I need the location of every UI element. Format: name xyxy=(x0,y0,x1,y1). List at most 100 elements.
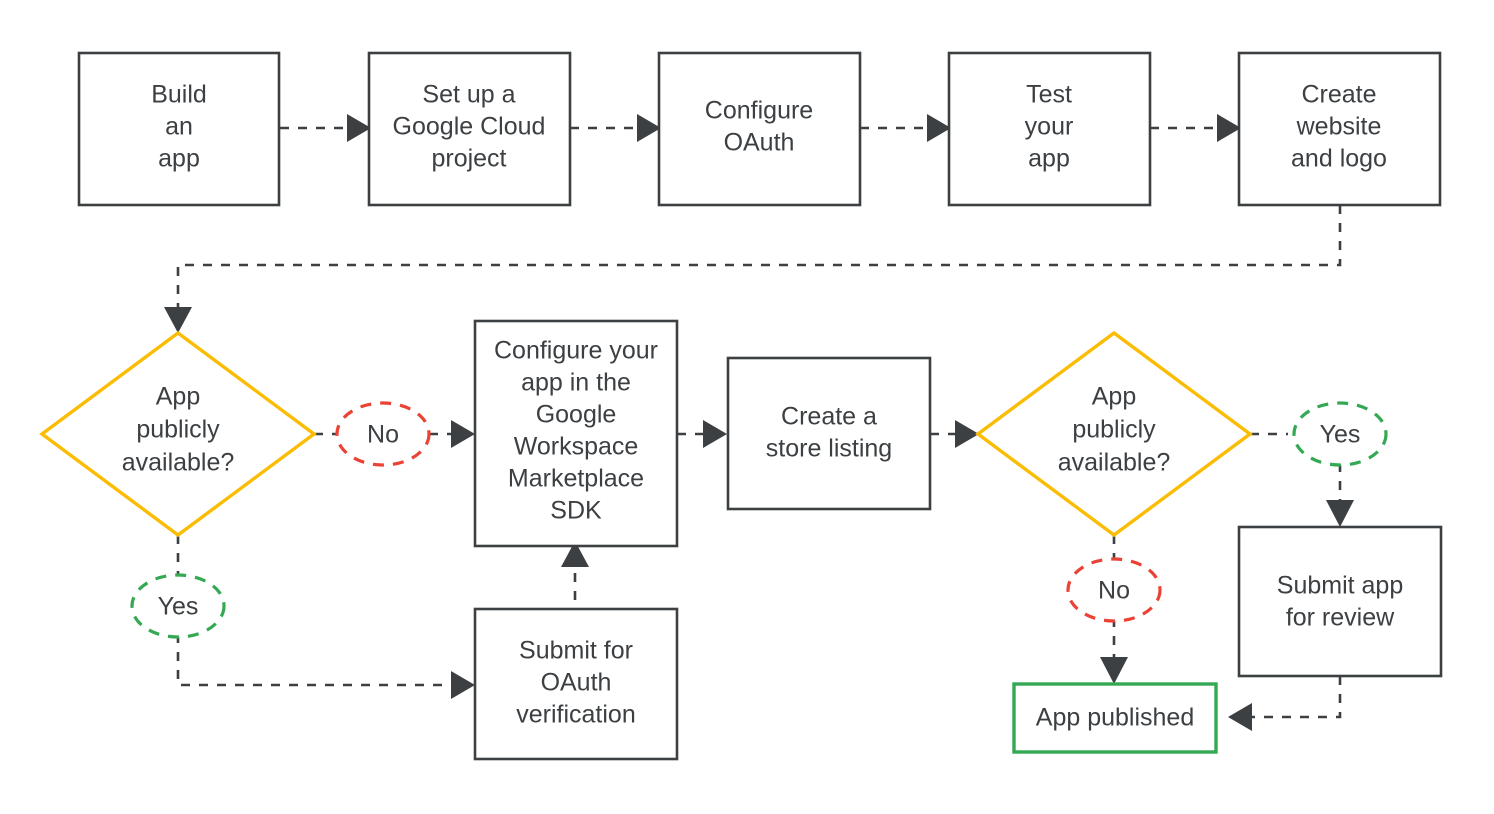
edge-setup-to-oauth xyxy=(570,114,661,142)
edge-decision-left-yes xyxy=(176,535,475,699)
edges-layer: configure app sdk --> down, right into s… xyxy=(164,114,1354,731)
node-configure-app-sdk[interactable]: Configure your app in the Google Workspa… xyxy=(473,319,679,548)
node-decision-public-left-line-1: publicly xyxy=(136,416,220,444)
arrowhead-icon xyxy=(451,420,475,448)
arrowhead-icon xyxy=(637,114,661,142)
node-submit-oauth-verification-line-2: verification xyxy=(516,701,636,729)
node-configure-oauth-line-1: OAuth xyxy=(724,129,795,157)
node-submit-oauth-verification-shape[interactable] xyxy=(473,607,679,761)
node-decision-public-left[interactable]: App publicly available? xyxy=(39,330,317,538)
arrowhead-icon xyxy=(1217,114,1241,142)
node-test-your-app-shape[interactable] xyxy=(947,51,1152,207)
node-build-an-app-line-0: Build xyxy=(151,81,207,109)
arrowhead-icon xyxy=(164,307,192,333)
node-set-up-gcp-project[interactable]: Set up a Google Cloud project xyxy=(367,51,572,207)
node-create-store-listing-line-1: store listing xyxy=(766,435,892,463)
node-create-store-listing-line-0: Create a xyxy=(781,403,877,431)
arrowhead-icon xyxy=(1228,703,1252,731)
node-decision-public-right-line-1: publicly xyxy=(1072,416,1156,444)
edge-storelisting-to-decision-right xyxy=(930,420,979,448)
node-set-up-gcp-project-line-2: project xyxy=(431,145,506,173)
node-submit-app-for-review-line-1: for review xyxy=(1286,604,1395,632)
node-test-your-app-line-1: your xyxy=(1025,113,1074,141)
node-build-an-app-shape[interactable] xyxy=(77,51,281,207)
node-build-an-app-line-1: an xyxy=(165,113,193,141)
node-decision-public-right-line-2: available? xyxy=(1058,449,1171,477)
edge-label-no-right: No xyxy=(1066,557,1162,623)
edge-label-yes-left: Yes xyxy=(130,573,226,639)
edge-decision-right-yes xyxy=(1250,432,1354,527)
node-configure-oauth[interactable]: Configure OAuth xyxy=(657,51,862,207)
edge-label-no-left-text: No xyxy=(367,421,399,449)
no-ellipse-shape xyxy=(1066,557,1162,623)
node-test-your-app-line-2: app xyxy=(1028,145,1070,173)
edge-decision-right-no xyxy=(1100,535,1128,684)
node-decision-public-left-line-0: App xyxy=(156,383,200,411)
node-submit-oauth-verification-line-0: Submit for xyxy=(519,637,633,665)
node-build-an-app-line-2: app xyxy=(158,145,200,173)
node-create-website-and-logo[interactable]: Create website and logo xyxy=(1237,51,1442,207)
node-configure-app-sdk-shape[interactable] xyxy=(473,319,679,548)
node-create-store-listing[interactable]: Create a store listing xyxy=(726,356,932,511)
node-set-up-gcp-project-line-0: Set up a xyxy=(422,81,515,109)
node-create-website-and-logo-line-0: Create xyxy=(1301,81,1376,109)
node-configure-app-sdk-line-5: SDK xyxy=(550,497,602,525)
arrowhead-icon xyxy=(927,114,951,142)
edge-sdk-to-storelisting xyxy=(677,420,727,448)
node-app-published-shape[interactable] xyxy=(1012,682,1218,754)
node-create-store-listing-shape[interactable] xyxy=(726,356,932,511)
node-create-website-and-logo-line-1: website xyxy=(1296,113,1382,141)
yes-ellipse-shape xyxy=(130,573,226,639)
arrowhead-icon xyxy=(451,671,475,699)
node-configure-app-sdk-line-4: Marketplace xyxy=(508,465,644,493)
edge-oauthverify-to-sdk xyxy=(561,541,589,618)
node-set-up-gcp-project-line-1: Google Cloud xyxy=(393,113,546,141)
node-decision-public-left-line-2: available? xyxy=(122,449,235,477)
edge-build-to-setup xyxy=(280,114,371,142)
edge-decision-left-no xyxy=(314,420,475,448)
arrowhead-icon xyxy=(561,541,589,567)
no-ellipse-shape xyxy=(335,401,431,467)
edge-label-no-left: No xyxy=(335,401,431,467)
node-configure-app-sdk-line-3: Workspace xyxy=(514,433,639,461)
node-submit-app-for-review-line-0: Submit app xyxy=(1277,572,1403,600)
arrowhead-icon xyxy=(347,114,371,142)
node-create-website-and-logo-shape[interactable] xyxy=(1237,51,1442,207)
node-decision-public-right-shape[interactable] xyxy=(975,330,1253,538)
node-submit-app-for-review[interactable]: Submit app for review xyxy=(1237,525,1443,678)
edge-label-yes-right-text: Yes xyxy=(1320,421,1361,449)
node-build-an-app[interactable]: Build an app xyxy=(77,51,281,207)
node-test-your-app[interactable]: Test your app xyxy=(947,51,1152,207)
edge-oauth-to-test xyxy=(860,114,951,142)
node-submit-app-for-review-shape[interactable] xyxy=(1237,525,1443,678)
node-test-your-app-line-0: Test xyxy=(1026,81,1072,109)
nodes-layer: Build an app Set up a Google Cloud proje… xyxy=(39,51,1443,761)
node-create-website-and-logo-line-2: and logo xyxy=(1291,145,1387,173)
edge-test-to-website xyxy=(1150,114,1241,142)
yes-ellipse-shape xyxy=(1292,401,1388,467)
node-app-published[interactable]: App published xyxy=(1012,682,1218,754)
node-configure-oauth-line-0: Configure xyxy=(705,97,813,125)
node-decision-public-left-shape[interactable] xyxy=(39,330,317,538)
node-configure-app-sdk-line-2: Google xyxy=(536,401,617,429)
node-set-up-gcp-project-shape[interactable] xyxy=(367,51,572,207)
edge-review-to-published xyxy=(1228,676,1342,731)
edge-label-yes-left-text: Yes xyxy=(158,593,199,621)
node-submit-oauth-verification-line-1: OAuth xyxy=(541,669,612,697)
edge-label-yes-right: Yes xyxy=(1292,401,1388,467)
node-configure-app-sdk-line-1: app in the xyxy=(521,369,631,397)
node-decision-public-right[interactable]: App publicly available? xyxy=(975,330,1253,538)
node-configure-app-sdk-line-0: Configure your xyxy=(494,337,658,365)
edge-labels-layer: No Yes Yes No xyxy=(130,401,1388,639)
node-configure-oauth-shape[interactable] xyxy=(657,51,862,207)
node-decision-public-right-line-0: App xyxy=(1092,383,1136,411)
edge-website-to-decision-left xyxy=(164,205,1342,333)
arrowhead-icon xyxy=(1100,657,1128,684)
edge-label-no-right-text: No xyxy=(1098,577,1130,605)
arrowhead-icon xyxy=(955,420,979,448)
arrowhead-icon xyxy=(1326,500,1354,527)
node-submit-oauth-verification[interactable]: Submit for OAuth verification xyxy=(473,607,679,761)
arrowhead-icon xyxy=(703,420,727,448)
